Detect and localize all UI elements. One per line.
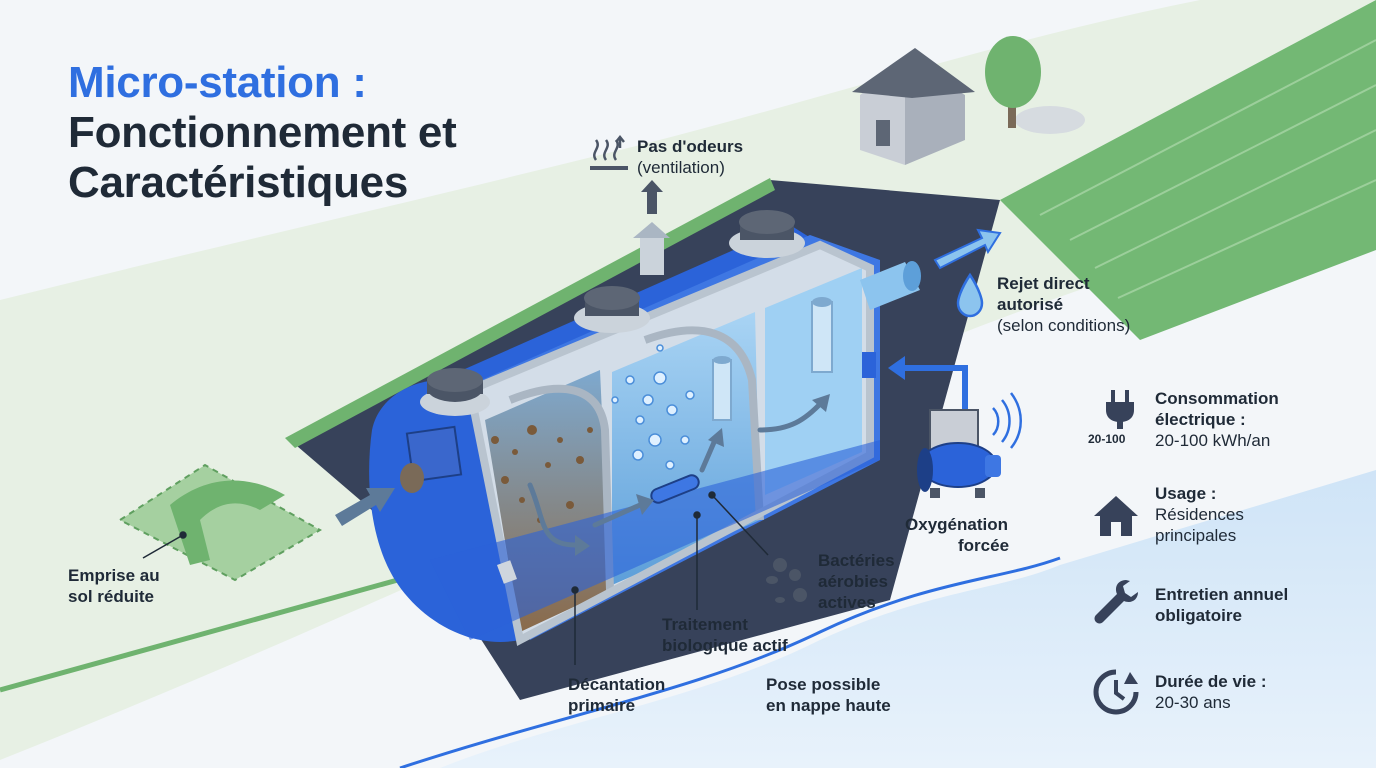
wrench-icon	[1094, 580, 1138, 624]
manhole-2	[574, 286, 650, 333]
field	[1000, 0, 1376, 340]
house-illustration	[852, 48, 975, 165]
air-bubbles	[611, 344, 695, 470]
air-arrow	[888, 356, 968, 415]
feature-consumption: Consommation électrique : 20-100 kWh/an	[1155, 389, 1279, 450]
title-line-1: Micro-station :	[68, 58, 367, 107]
label-rejet: Rejet direct autorisé (selon conditions)	[997, 274, 1131, 335]
rejection-arrow	[933, 228, 1002, 270]
title-line-3: Caractéristiques	[68, 158, 409, 207]
vent-arrow	[641, 180, 663, 214]
feature-lifespan: Durée de vie : 20-30 ans	[1155, 672, 1267, 712]
label-bacteries: Bactéries aérobies actives	[818, 551, 895, 612]
manhole-1	[420, 368, 490, 416]
water-drop-icon	[956, 272, 984, 318]
grass-edge	[0, 557, 471, 693]
tank-body	[369, 210, 921, 647]
manhole-3	[729, 210, 805, 258]
plug-icon	[1106, 390, 1134, 429]
label-emprise: Emprise au sol réduite	[68, 566, 160, 606]
leader-lines	[142, 491, 769, 665]
compartment-3	[765, 268, 862, 495]
compressor-illustration	[917, 409, 1001, 498]
tree-illustration	[985, 36, 1085, 134]
flow-arrow-heads	[575, 394, 830, 556]
house-icon	[1094, 496, 1138, 536]
sludge-particles	[491, 425, 593, 523]
label-decantation: Décantation primaire	[568, 675, 666, 715]
label-oxygenation: Oxygénation forcée	[905, 515, 1010, 555]
feature-maintenance: Entretien annuel obligatoire	[1155, 585, 1289, 625]
inlet-arrow	[335, 488, 395, 526]
label-nappe: Pose possible en nappe haute	[766, 675, 891, 715]
river	[440, 470, 1376, 768]
odor-icon	[590, 134, 628, 170]
page-title: Micro-station : Fonctionnement et Caract…	[68, 58, 457, 208]
consumption-badge: 20-100	[1088, 432, 1126, 446]
bacteria-icon	[766, 558, 807, 603]
label-odeurs: Pas d'odeurs (ventilation)	[637, 137, 744, 177]
label-traitement: Traitement biologique actif	[662, 615, 788, 655]
clock-icon	[1093, 669, 1139, 715]
feature-usage: Usage : Résidences principales	[1155, 484, 1244, 545]
title-line-2: Fonctionnement et	[68, 108, 457, 157]
sound-waves-icon	[992, 392, 1022, 449]
flow-arrows	[527, 399, 825, 548]
field-furrows	[1039, 39, 1376, 299]
